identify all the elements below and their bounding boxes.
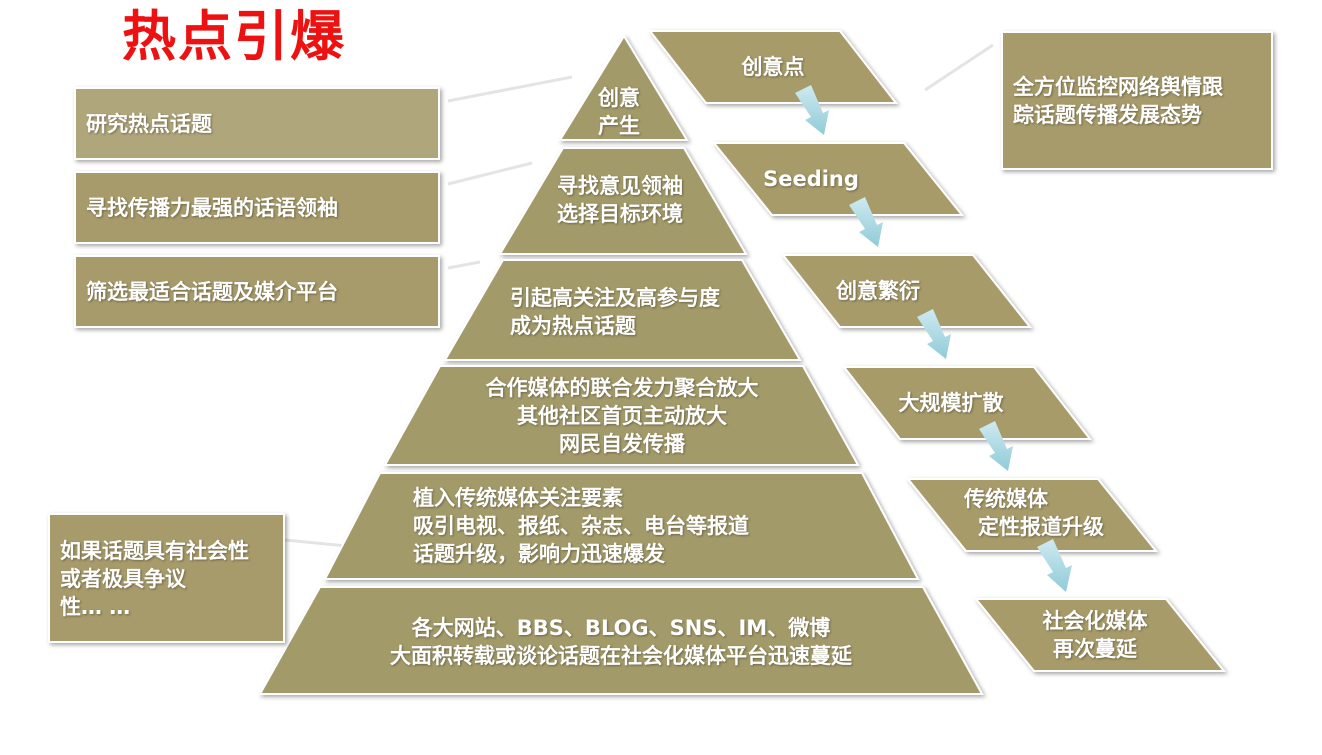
text-line: 合作媒体的联合发力聚合放大 <box>485 376 759 400</box>
stage-box-3 <box>780 254 1033 328</box>
flow-arrow-icon <box>979 421 1013 471</box>
stage-3-text: 创意繁衍 <box>783 277 973 305</box>
text-line: 成为热点话题 <box>510 314 636 338</box>
right-box-monitoring: 全方位监控网络舆情跟 踪话题传播发展态势 <box>1001 31 1273 170</box>
text-line: 如果话题具有社会性 <box>60 539 249 563</box>
connector-line <box>447 161 533 186</box>
pyramid-layer-4-text: 合作媒体的联合发力聚合放大 其他社区首页主动放大 网民自发传播 <box>432 374 812 458</box>
text-line: 大规模扩散 <box>898 391 1004 415</box>
pyramid-layer-4 <box>383 365 860 466</box>
pyramid-layer-5-text: 植入传统媒体关注要素 吸引电视、报纸、杂志、电台等报道 话题升级，影响力迅速爆发 <box>413 484 749 568</box>
connector-line <box>924 43 994 92</box>
text-line: 创意 <box>598 86 640 110</box>
text-line: Seeding <box>763 167 859 191</box>
text-line: 研究热点话题 <box>86 112 212 136</box>
text-line: 引起高关注及高参与度 <box>510 286 720 310</box>
pyramid-layer-1 <box>558 34 689 141</box>
stage-box-6 <box>973 598 1227 672</box>
pyramid-layer-1-text: 创意 产生 <box>598 84 640 140</box>
text-line: 传统媒体 <box>964 487 1048 511</box>
text-line: 各大网站、BBS、BLOG、SNS、IM、微博 <box>411 616 831 640</box>
connector-line <box>447 260 481 270</box>
pyramid-layer-2 <box>498 147 748 255</box>
stage-box-2 <box>711 142 965 216</box>
stage-box-1 <box>647 30 899 104</box>
text-line: 选择目标环境 <box>557 202 683 226</box>
left-box-social: 如果话题具有社会性 或者极具争议 性… … <box>48 513 285 643</box>
text-line: 植入传统媒体关注要素 <box>413 486 623 510</box>
text-line: 寻找意见领袖 <box>557 174 683 198</box>
stage-6-text: 社会化媒体 再次蔓延 <box>1000 607 1190 663</box>
text-line: 再次蔓延 <box>1053 637 1137 661</box>
pyramid-layer-2-text: 寻找意见领袖 选择目标环境 <box>557 172 683 228</box>
stage-1-text: 创意点 <box>678 53 868 81</box>
stage-5-text: 传统媒体 定性报道升级 <box>930 485 1120 541</box>
text-line: 产生 <box>598 114 640 138</box>
pyramid-layer-6 <box>258 586 984 695</box>
flow-arrow-icon <box>795 85 829 135</box>
pyramid-layer-3 <box>443 259 802 361</box>
pyramid-layer-5 <box>323 472 920 580</box>
text-line: 寻找传播力最强的话语领袖 <box>86 196 338 220</box>
text-line: 大面积转载或谈论话题在社会化媒体平台迅速蔓延 <box>390 644 852 668</box>
stage-4-text: 大规模扩散 <box>856 389 1046 417</box>
text-line: 社会化媒体 <box>1042 609 1148 633</box>
left-box-platform: 筛选最适合话题及媒介平台 <box>74 255 440 328</box>
text-line: 筛选最适合话题及媒介平台 <box>86 280 338 304</box>
text-line: 创意繁衍 <box>836 279 920 303</box>
flow-arrow-icon <box>849 197 883 247</box>
text-line: 踪话题传播发展态势 <box>1013 103 1202 127</box>
text-line: 或者极具争议 <box>60 567 186 591</box>
page-title: 热点引爆 <box>122 5 346 68</box>
text-line: 性… … <box>60 595 131 619</box>
text-line: 创意点 <box>741 55 805 79</box>
text-line: 网民自发传播 <box>559 432 685 456</box>
connector-line <box>447 75 573 103</box>
stage-2-text: Seeding <box>716 165 906 193</box>
text-line: 定性报道升级 <box>978 515 1104 539</box>
text-line: 全方位监控网络舆情跟 <box>1013 75 1223 99</box>
text-line: 其他社区首页主动放大 <box>517 404 727 428</box>
flow-arrow-icon <box>917 309 951 359</box>
stage-box-5 <box>905 478 1159 552</box>
pyramid-layer-3-text: 引起高关注及高参与度 成为热点话题 <box>510 284 720 340</box>
left-box-leaders: 寻找传播力最强的话语领袖 <box>74 171 440 244</box>
pyramid-layer-6-text: 各大网站、BBS、BLOG、SNS、IM、微博 大面积转载或谈论话题在社会化媒体… <box>300 614 942 670</box>
left-box-research: 研究热点话题 <box>74 87 440 160</box>
text-line: 话题升级，影响力迅速爆发 <box>413 542 665 566</box>
stage-box-4 <box>841 366 1093 440</box>
text-line: 吸引电视、报纸、杂志、电台等报道 <box>413 514 749 538</box>
flow-arrow-icon <box>1037 539 1072 592</box>
